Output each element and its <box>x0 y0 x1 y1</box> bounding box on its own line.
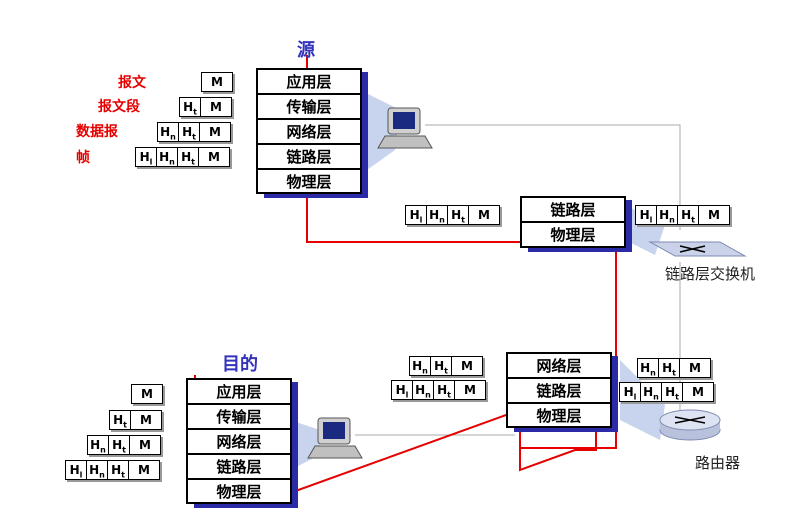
source-layer-network: 网络层 <box>258 120 360 145</box>
computer-icon-dest <box>307 417 363 459</box>
computer-icon-source <box>377 107 433 149</box>
source-title: 源 <box>297 40 315 61</box>
source-layer-transport: 传输层 <box>258 95 360 120</box>
payload-m: M <box>130 410 162 430</box>
payload-m: M <box>682 382 714 402</box>
header-transport: Ht <box>447 205 469 225</box>
header-network: Hn <box>409 356 431 376</box>
dest-layer-transport: 传输层 <box>188 405 290 430</box>
switch-layer-physical: 物理层 <box>550 226 596 244</box>
router-layer-link: 链路层 <box>508 379 610 404</box>
payload-m: M <box>454 380 486 400</box>
switch-icon <box>648 241 747 257</box>
payload-m: M <box>199 122 231 142</box>
header-network: Hn <box>640 382 662 402</box>
pdu-label-datagram: 数据报 <box>76 124 118 140</box>
pdu-label-frame: 帧 <box>76 150 90 166</box>
payload-m: M <box>698 205 730 225</box>
header-transport: Ht <box>677 205 699 225</box>
pdu-segment-source: Ht M <box>179 97 232 117</box>
header-transport: Ht <box>109 410 131 430</box>
header-network: Hn <box>156 147 178 167</box>
source-layer-physical: 物理层 <box>286 173 332 191</box>
header-link: Hl <box>635 205 657 225</box>
switch-layer-link: 链路层 <box>522 198 624 223</box>
router-icon <box>659 409 721 441</box>
payload-m: M <box>468 205 500 225</box>
payload-m: M <box>128 460 160 480</box>
link-source-switch <box>425 124 681 230</box>
payload-m: M <box>200 97 232 117</box>
payload-m: M <box>129 435 161 455</box>
pdu-frame-source: Hl Hn Ht M <box>135 147 230 167</box>
pdu-message-source: M <box>201 72 233 92</box>
pdu-datagram-source: Hn Ht M <box>157 122 231 142</box>
header-network: Hn <box>637 358 659 378</box>
pdu-label-segment: 报文段 <box>98 99 140 115</box>
header-transport: Ht <box>177 147 199 167</box>
pdu-frame-switch-in: Hl Hn Ht M <box>405 205 500 225</box>
switch-stack: 链路层 物理层 <box>520 196 626 248</box>
header-transport: Ht <box>179 97 201 117</box>
header-transport: Ht <box>661 382 683 402</box>
dest-layer-physical: 物理层 <box>216 483 262 501</box>
header-link: Hl <box>619 382 641 402</box>
payload-m: M <box>201 72 233 92</box>
payload-m: M <box>451 356 483 376</box>
payload-m: M <box>679 358 711 378</box>
pdu-datagram-router-in: Hn Ht M <box>409 356 483 376</box>
pdu-label-message: 报文 <box>118 75 146 91</box>
switch-label: 链路层交换机 <box>665 265 756 283</box>
header-transport: Ht <box>430 356 452 376</box>
header-transport: Ht <box>433 380 455 400</box>
header-link: Hl <box>135 147 157 167</box>
pdu-message-dest: M <box>131 384 163 404</box>
header-network: Hn <box>87 435 109 455</box>
dest-title: 目的 <box>222 354 258 375</box>
source-stack: 应用层 传输层 网络层 链路层 物理层 <box>256 68 362 194</box>
header-link: Hl <box>405 205 427 225</box>
pdu-frame-router-out: Hl Hn Ht M <box>619 382 714 402</box>
header-transport: Ht <box>178 122 200 142</box>
header-network: Hn <box>656 205 678 225</box>
payload-m: M <box>198 147 230 167</box>
header-link: Hl <box>391 380 413 400</box>
header-network: Hn <box>157 122 179 142</box>
pdu-frame-switch-out: Hl Hn Ht M <box>635 205 730 225</box>
header-transport: Ht <box>107 460 129 480</box>
dest-layer-link: 链路层 <box>188 455 290 480</box>
router-stack: 网络层 链路层 物理层 <box>506 352 612 428</box>
pdu-datagram-dest: Hn Ht M <box>87 435 161 455</box>
pdu-segment-dest: Ht M <box>109 410 162 430</box>
pdu-frame-dest: Hl Hn Ht M <box>65 460 160 480</box>
dest-layer-network: 网络层 <box>188 430 290 455</box>
dest-layer-application: 应用层 <box>188 380 290 405</box>
header-transport: Ht <box>658 358 680 378</box>
router-layer-network: 网络层 <box>508 354 610 379</box>
router-label: 路由器 <box>695 454 741 472</box>
dest-stack: 应用层 传输层 网络层 链路层 物理层 <box>186 378 292 504</box>
header-network: Hn <box>412 380 434 400</box>
pdu-frame-router-in: Hl Hn Ht M <box>391 380 486 400</box>
router-layer-physical: 物理层 <box>536 407 582 425</box>
payload-m: M <box>131 384 163 404</box>
header-link: Hl <box>65 460 87 480</box>
header-transport: Ht <box>108 435 130 455</box>
header-network: Hn <box>426 205 448 225</box>
header-network: Hn <box>86 460 108 480</box>
source-layer-application: 应用层 <box>258 70 360 95</box>
pdu-datagram-router-out: Hn Ht M <box>637 358 711 378</box>
source-layer-link: 链路层 <box>258 145 360 170</box>
